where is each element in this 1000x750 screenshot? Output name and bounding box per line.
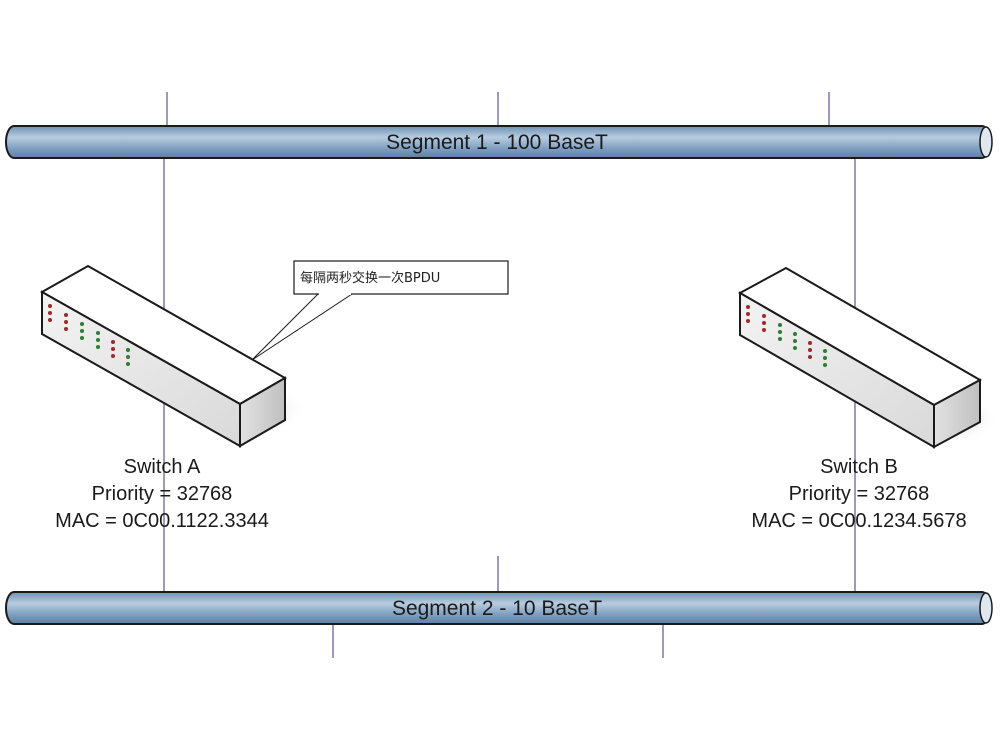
switch-a-priority: Priority = 32768	[92, 483, 233, 505]
switch-b-leds	[746, 305, 827, 367]
segment-1-label: Segment 1 - 100 BaseT	[386, 131, 608, 154]
switch-a-name: Switch A	[124, 456, 201, 478]
switch-b-labels: Switch B Priority = 32768 MAC = 0C00.123…	[751, 456, 966, 532]
switch-a-icon	[39, 264, 307, 448]
switch-b-priority: Priority = 32768	[789, 483, 930, 505]
switch-a-labels: Switch A Priority = 32768 MAC = 0C00.112…	[55, 456, 269, 532]
segment-1-bus: Segment 1 - 100 BaseT	[5, 125, 993, 159]
switch-a-mac: MAC = 0C00.1122.3344	[55, 510, 269, 532]
segment-2-bus: Segment 2 - 10 BaseT	[5, 591, 993, 625]
switch-b-mac: MAC = 0C00.1234.5678	[751, 510, 966, 532]
switch-a-leds	[48, 304, 130, 366]
switch-b-name: Switch B	[820, 456, 898, 478]
switch-b-icon	[737, 266, 1000, 449]
bpdu-callout: 每隔两秒交换一次BPDU	[251, 260, 509, 361]
segment-2-label: Segment 2 - 10 BaseT	[392, 597, 602, 620]
bpdu-callout-text: 每隔两秒交换一次BPDU	[300, 270, 440, 286]
